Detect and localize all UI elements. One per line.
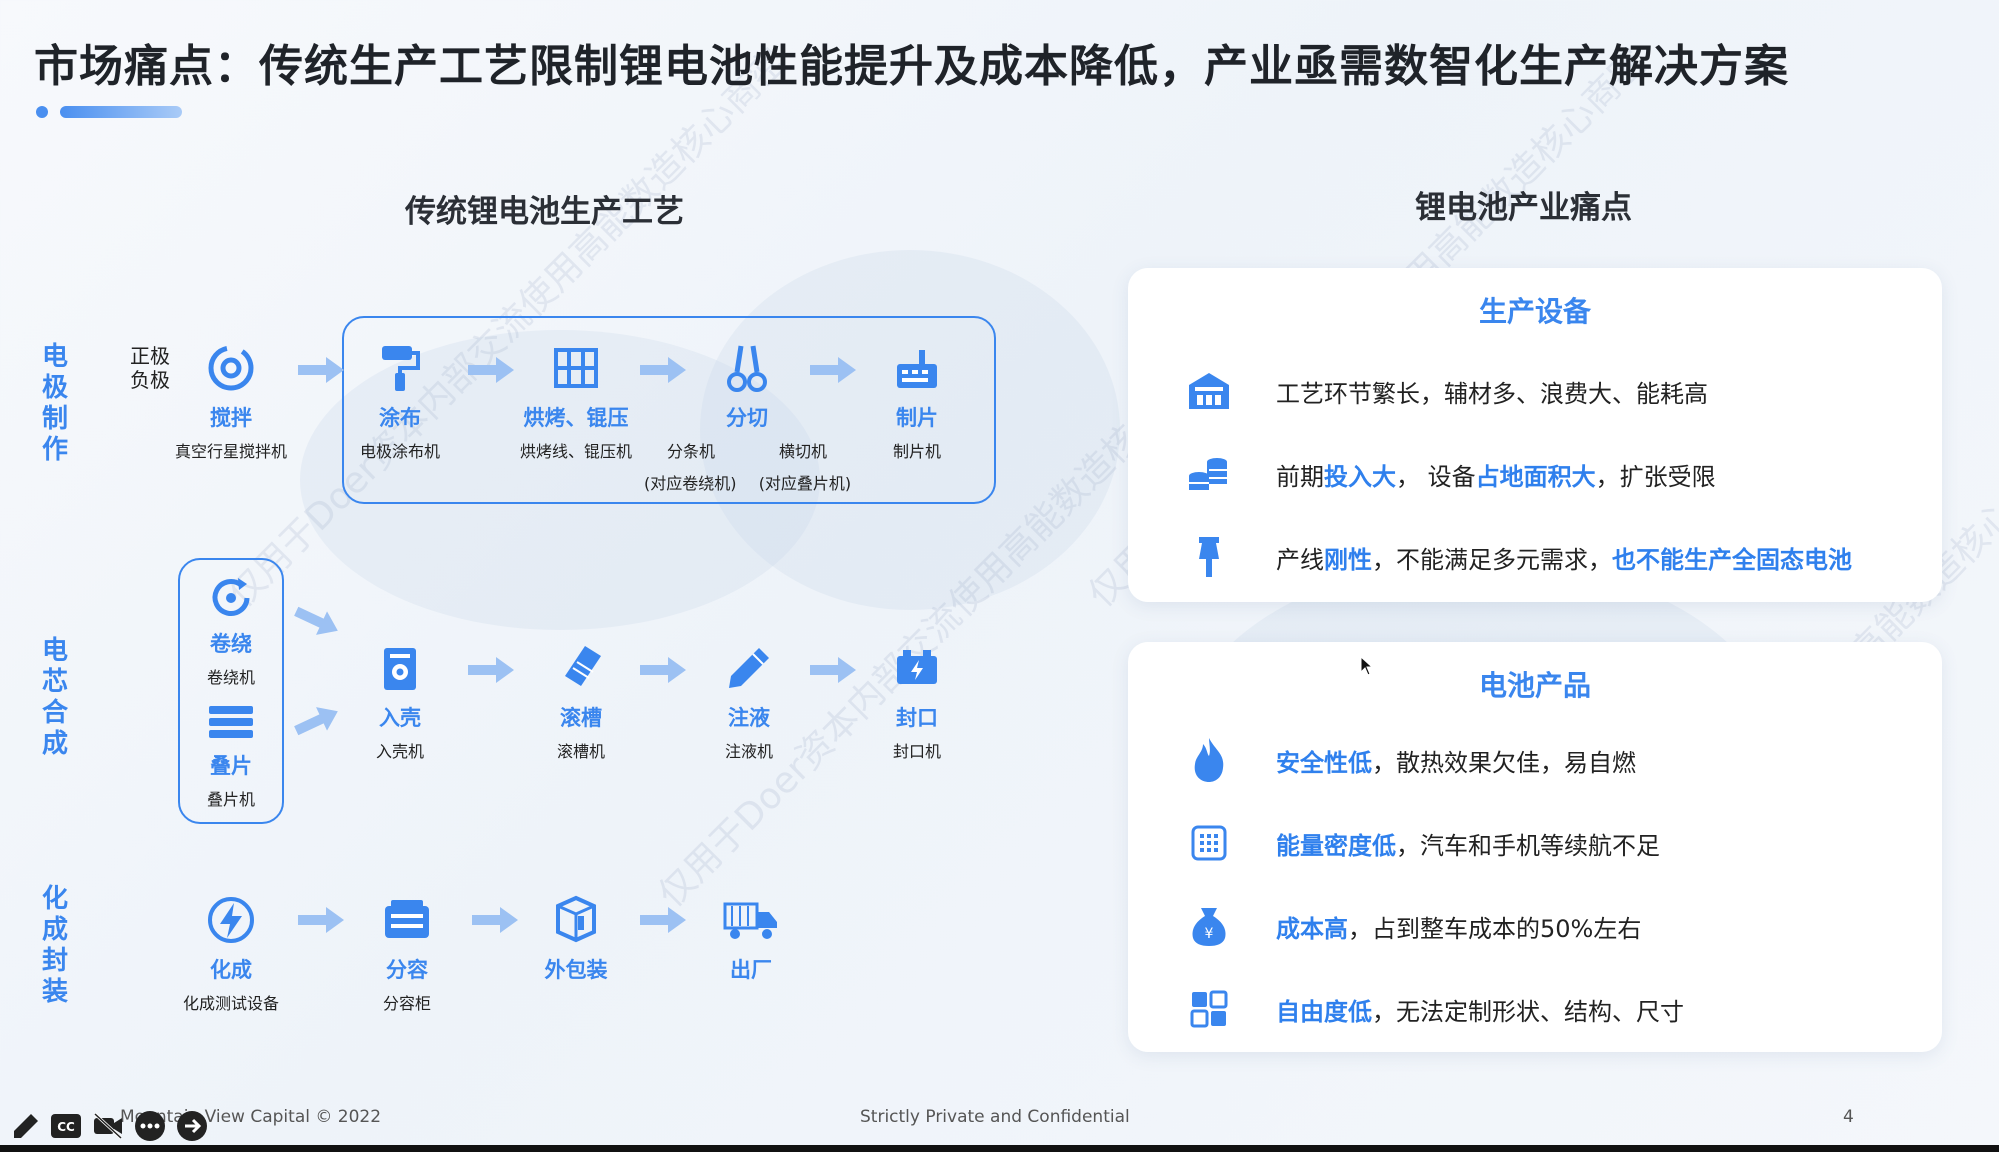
truck-icon <box>723 902 777 939</box>
flow-arrow <box>640 657 686 683</box>
shell-icon <box>384 648 416 690</box>
equipment-item: 前期投入大， 设备占地面积大，扩张受限 <box>1184 449 1922 499</box>
anode-label: 负极 <box>130 368 170 392</box>
equipment-item: 产线刚性，不能满足多元需求，也不能生产全固态电池 <box>1184 532 1922 582</box>
captions-button[interactable]: CC <box>48 1108 84 1144</box>
pen-icon <box>729 648 769 688</box>
world-map-decoration <box>300 330 820 630</box>
product-item: 能量密度低，汽车和手机等续航不足 <box>1184 818 1922 868</box>
equipment-card: 生产设备 工艺环节繁长，辅材多、浪费大、能耗高 前期投入大， 设备占地面积大，扩… <box>1128 268 1942 602</box>
cabinet-icon <box>385 900 429 938</box>
svg-text:¥: ¥ <box>1205 926 1214 942</box>
flow-arrow <box>294 606 338 635</box>
node-shell: 入壳 入壳机 <box>315 642 485 762</box>
money-bag-icon: ¥ <box>1192 908 1226 946</box>
camera-toggle-button[interactable] <box>90 1108 126 1144</box>
node-form: 化成 化成测试设备 <box>146 894 316 1014</box>
row-label-cell: 电芯合成 <box>41 636 68 759</box>
flow-arrow <box>810 657 856 683</box>
cut-sub-slitter: 分条机 <box>667 442 716 461</box>
equipment-card-title: 生产设备 <box>1478 295 1591 328</box>
node-sheet: 制片 制片机 <box>832 342 1002 462</box>
video-off-icon <box>93 1112 123 1140</box>
blocks-icon <box>1190 990 1228 1028</box>
page-number: 4 <box>1843 1107 1854 1127</box>
pen-icon <box>14 1114 38 1138</box>
node-seal: 封口 封口机 <box>832 642 1002 762</box>
footer-confidential: Strictly Private and Confidential <box>860 1107 1130 1127</box>
product-card-title: 电池产品 <box>1478 669 1591 702</box>
electrode-inputs: 正极 负极 <box>130 344 170 392</box>
cut-notes: (对应卷绕机) (对应叠片机) <box>644 470 851 494</box>
next-slide-button[interactable] <box>174 1108 210 1144</box>
flow-arrow <box>468 657 514 683</box>
sheet-machine-icon <box>897 350 937 388</box>
stack-icon <box>209 706 253 738</box>
node-bake: 烘烤、锟压 烘烤线、锟压机 <box>491 342 661 462</box>
cut-sub-cross: 横切机 <box>778 442 827 461</box>
wind-stack-group <box>178 558 284 824</box>
cut-note-stack: (对应叠片机) <box>758 474 852 493</box>
grid-icon <box>554 348 598 388</box>
cut-note-wind: (对应卷绕机) <box>644 474 737 493</box>
node-cut: 分切 分条机 横切机 <box>661 342 833 462</box>
title-underline <box>60 106 182 118</box>
product-item: 安全性低，散热效果欠佳，易自燃 <box>1184 735 1922 785</box>
electrode-process-group <box>342 316 996 504</box>
flow-arrow <box>294 707 338 736</box>
node-coat: 涂布 电极涂布机 <box>315 342 485 462</box>
flow-arrow <box>640 357 686 383</box>
node-grade: 分容 分容柜 <box>322 894 492 1014</box>
battery-seal-icon <box>897 650 937 684</box>
flow-arrow <box>472 907 518 933</box>
slide-title: 市场痛点：传统生产工艺限制锂电池性能提升及成本降低，产业亟需数智化生产解决方案 <box>34 41 1789 92</box>
box-icon <box>556 895 596 943</box>
svg-text:CC: CC <box>57 1120 75 1134</box>
paint-roller-icon <box>382 346 420 391</box>
lightning-icon <box>208 897 254 943</box>
process-heading: 传统锂电池生产工艺 <box>405 194 684 230</box>
title-dot <box>36 106 48 118</box>
node-pack: 外包装 <box>491 894 661 984</box>
cc-icon: CC <box>51 1114 81 1138</box>
product-item: ¥ 成本高，占到整车成本的50%左右 <box>1184 901 1922 951</box>
product-item: 自由度低，无法定制形状、结构、尺寸 <box>1184 984 1922 1034</box>
coins-icon <box>1189 458 1227 490</box>
node-groove: 滚槽 滚槽机 <box>496 642 666 762</box>
cutter-icon <box>727 345 767 392</box>
row-label-formation: 化成封装 <box>41 884 68 1007</box>
flow-arrow <box>298 357 344 383</box>
node-wind: 卷绕 卷绕机 <box>146 572 316 688</box>
pain-heading: 锂电池产业痛点 <box>1415 190 1632 226</box>
flow-arrow <box>640 907 686 933</box>
flow-arrow <box>810 357 856 383</box>
mixer-icon <box>208 345 254 391</box>
product-card: 电池产品 安全性低，散热效果欠佳，易自燃 能量密度低，汽车和手机等续航不足 ¥ … <box>1128 642 1942 1052</box>
equipment-item: 工艺环节繁长，辅材多、浪费大、能耗高 <box>1184 366 1922 416</box>
more-options-button[interactable] <box>132 1108 168 1144</box>
node-ship: 出厂 <box>666 894 836 984</box>
calculator-icon <box>1191 825 1227 861</box>
node-mix: 搅拌 真空行星搅拌机 <box>146 342 316 462</box>
more-icon <box>135 1111 165 1141</box>
flow-arrow <box>468 357 514 383</box>
node-stack: 叠片 叠片机 <box>146 702 316 810</box>
pen-tool-button[interactable] <box>8 1108 44 1144</box>
bottom-bar <box>0 1145 1999 1152</box>
wind-icon <box>212 578 250 616</box>
mouse-cursor-icon <box>1360 656 1374 676</box>
pin-icon <box>1199 537 1219 577</box>
flow-arrow <box>298 907 344 933</box>
cathode-label: 正极 <box>130 344 170 368</box>
next-icon <box>177 1111 207 1141</box>
row-label-electrode: 电极制作 <box>41 342 68 465</box>
node-inject: 注液 注液机 <box>664 642 834 762</box>
world-map-decoration <box>700 250 1120 610</box>
groove-tool-icon <box>565 646 601 686</box>
factory-icon <box>1189 373 1229 409</box>
flame-icon <box>1194 738 1224 782</box>
